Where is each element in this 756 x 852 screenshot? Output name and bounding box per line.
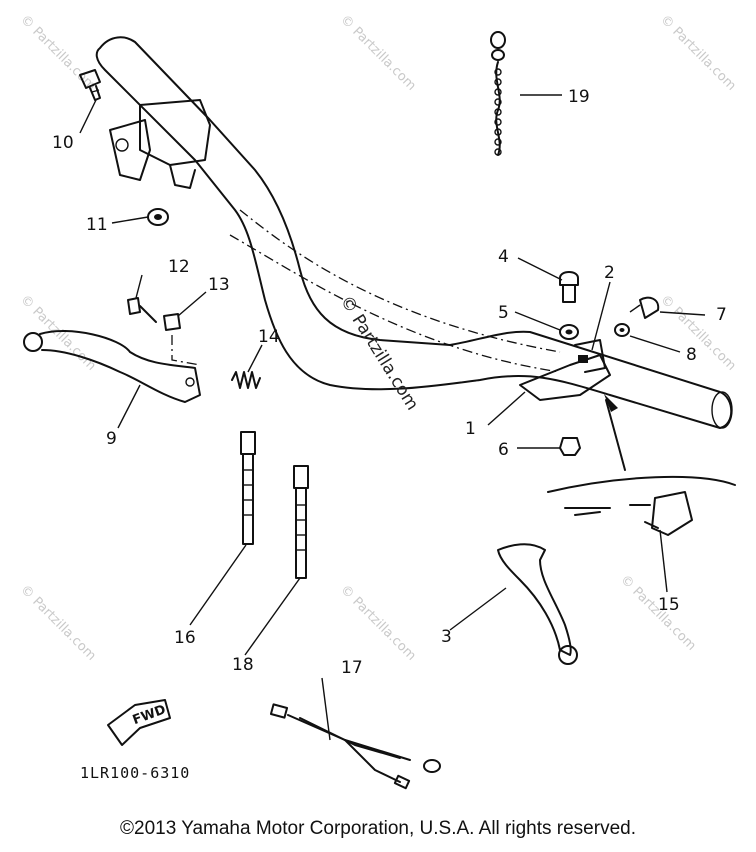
callout-9: 9: [106, 429, 117, 449]
cable-tie-18[interactable]: [293, 465, 309, 579]
spring-14[interactable]: [231, 371, 261, 389]
callout-5: 5: [498, 303, 509, 323]
callout-17: 17: [341, 658, 363, 678]
callout-16: 16: [174, 628, 196, 648]
inset-pointer-arrow: [604, 394, 626, 471]
copyright-text: ©2013 Yamaha Motor Corporation, U.S.A. A…: [120, 818, 636, 839]
nut-11[interactable]: [147, 208, 169, 226]
callout-12: 12: [168, 257, 190, 277]
lever-9[interactable]: [23, 330, 201, 403]
callout-15: 15: [658, 595, 680, 615]
nut-6[interactable]: [559, 437, 581, 456]
callout-19: 19: [568, 87, 590, 107]
watermark: © Partzilla.com: [657, 12, 739, 94]
bolt-4[interactable]: [559, 271, 579, 303]
watermark: © Partzilla.com: [17, 12, 99, 94]
leader-lines: [79, 94, 706, 741]
wire-lead-19[interactable]: [490, 31, 506, 156]
callout-11: 11: [86, 215, 108, 235]
left-switch-holder[interactable]: [109, 99, 211, 189]
callout-13: 13: [208, 275, 230, 295]
watermark: © Partzilla.com: [17, 582, 99, 664]
bolt-12[interactable]: [127, 297, 157, 323]
callout-7: 7: [716, 305, 727, 325]
part-code: 1LR100-6310: [80, 764, 190, 782]
switch-inset-15[interactable]: [547, 475, 736, 536]
fwd-arrow-icon: FWD: [107, 699, 171, 746]
callout-4: 4: [498, 247, 509, 267]
center-watermark: © Partzilla.com: [336, 292, 422, 414]
callout-1: 1: [465, 419, 476, 439]
cable-tie-16[interactable]: [240, 431, 256, 545]
callout-3: 3: [441, 627, 452, 647]
callout-labels: 1 2 3 4 5 6 7 8 9 10 11 12 13 14 15 16 1…: [52, 87, 727, 678]
wire-harness-17[interactable]: [269, 703, 441, 790]
bolt-10[interactable]: [79, 69, 101, 101]
nut-13[interactable]: [163, 313, 201, 366]
watermark: © Partzilla.com: [337, 12, 419, 94]
nut-8[interactable]: [614, 323, 630, 337]
callout-8: 8: [686, 345, 697, 365]
callout-18: 18: [232, 655, 254, 675]
callout-2: 2: [604, 263, 615, 283]
callout-6: 6: [498, 440, 509, 460]
callout-10: 10: [52, 133, 74, 153]
washer-5[interactable]: [559, 324, 579, 340]
lever-holder-1[interactable]: [519, 339, 611, 401]
bolt-7[interactable]: [629, 296, 660, 319]
watermark: © Partzilla.com: [337, 582, 419, 664]
callout-14: 14: [258, 327, 280, 347]
lever-3[interactable]: [497, 543, 578, 665]
handlebar[interactable]: [95, 36, 733, 429]
